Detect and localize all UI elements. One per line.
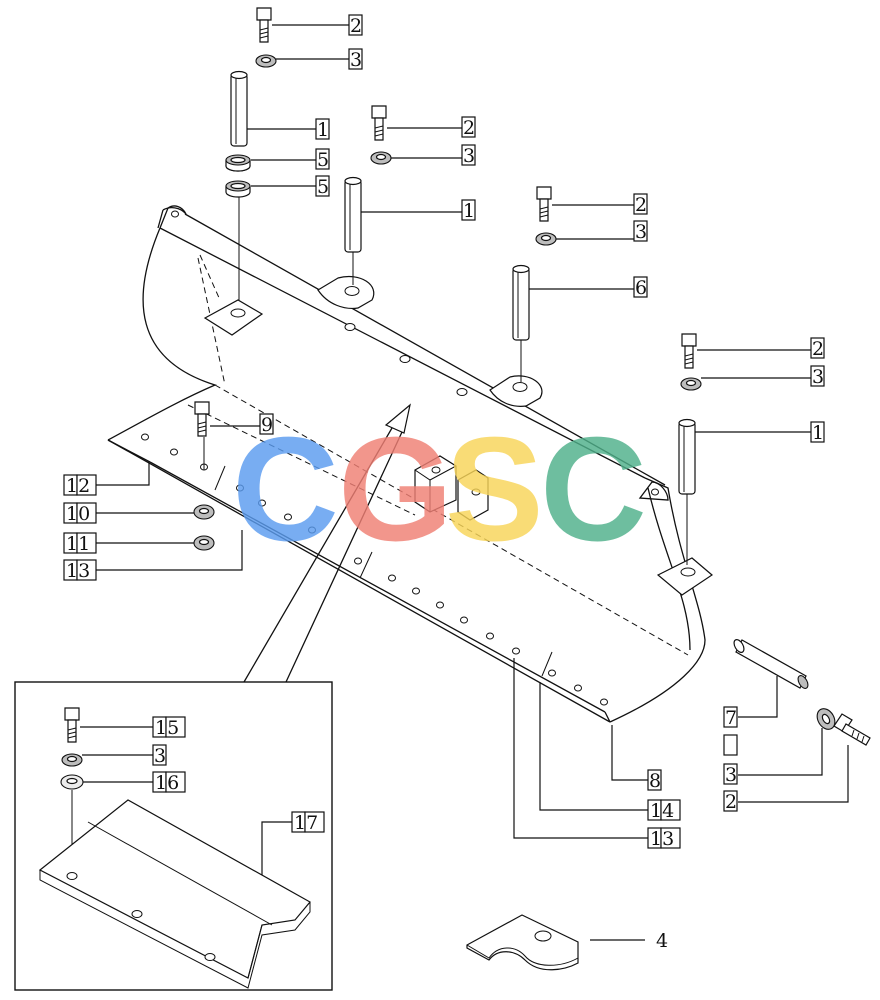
- washer-horizontal: [816, 708, 836, 730]
- callout-3e: 3: [725, 764, 737, 786]
- callout-1b: 1: [463, 200, 475, 222]
- callout-2a: 2: [350, 15, 362, 37]
- callout-2c: 2: [635, 194, 647, 216]
- pin-center: [344, 176, 362, 253]
- washer-2: [370, 151, 392, 165]
- washer-3: [535, 232, 557, 246]
- callout-3b: 3: [463, 145, 475, 167]
- callout-13a: 13: [66, 560, 90, 582]
- callout-3f: 3: [154, 745, 166, 767]
- cutting-edge-holes: [141, 433, 608, 706]
- washer-10: [193, 504, 215, 520]
- bushing-upper: [225, 154, 251, 172]
- callout-13b: 13: [650, 828, 674, 850]
- callout-4: 4: [656, 930, 668, 952]
- left-support-plate: [203, 299, 264, 336]
- pin-middle: [512, 264, 530, 341]
- callout-9: 9: [261, 414, 273, 436]
- bolt-right-upper: [536, 186, 552, 222]
- callout-14: 14: [650, 800, 674, 822]
- pin-horizontal: [733, 639, 809, 689]
- bolt-top-left: [256, 7, 272, 43]
- callout-8: 8: [649, 770, 661, 792]
- callout-1a: 1: [317, 119, 329, 141]
- watermark-letter-1: C: [232, 407, 339, 572]
- callout-16: 16: [155, 772, 179, 794]
- callout-15: 15: [155, 717, 179, 739]
- callout-6: 6: [635, 277, 647, 299]
- callout-2d: 2: [812, 338, 824, 360]
- bolt-horizontal: [833, 713, 871, 746]
- nut-11: [193, 535, 215, 551]
- center-bracket: [414, 455, 489, 521]
- washer-4: [680, 377, 702, 391]
- part-4-plate: 4: [466, 914, 668, 971]
- mounting-lug-1: [317, 276, 375, 310]
- mounting-lug-2: [489, 375, 543, 407]
- bolt-9: [194, 401, 210, 437]
- callout-2e: 2: [725, 791, 737, 813]
- pin-left: [230, 70, 248, 147]
- washer-1: [255, 54, 277, 68]
- callout-2b: 2: [463, 117, 475, 139]
- callout-7: 7: [725, 707, 737, 729]
- callout-17: 17: [294, 812, 318, 834]
- washer-inset-16: [60, 774, 84, 790]
- watermark-letter-4: C: [540, 407, 647, 572]
- callout-5a: 5: [317, 149, 329, 171]
- pin-right: [678, 418, 696, 495]
- callout-12: 12: [66, 475, 90, 497]
- bolt-mid: [371, 105, 387, 141]
- callout-1c: 1: [812, 422, 824, 444]
- callout-3a: 3: [350, 49, 362, 71]
- callout-10: 10: [66, 503, 90, 525]
- inset-detail: 15 3 16 17: [14, 681, 333, 991]
- bolt-inset: [64, 707, 80, 743]
- washer-inset-3: [61, 753, 83, 767]
- callout-11: 11: [66, 533, 90, 555]
- callout-3c: 3: [635, 221, 647, 243]
- right-support-plate: [656, 557, 713, 596]
- bolt-right: [681, 333, 697, 369]
- dozer-blade: [107, 205, 713, 723]
- bushing-lower: [225, 180, 251, 198]
- callout-3d: 3: [812, 366, 824, 388]
- callout-5b: 5: [317, 176, 329, 198]
- watermark: C G S C: [232, 407, 647, 572]
- watermark-letter-2: G: [338, 407, 453, 572]
- callouts: 2 3 1 5 5 2 3 1 2 3 6 2 3: [63, 14, 849, 850]
- watermark-letter-3: S: [445, 407, 544, 572]
